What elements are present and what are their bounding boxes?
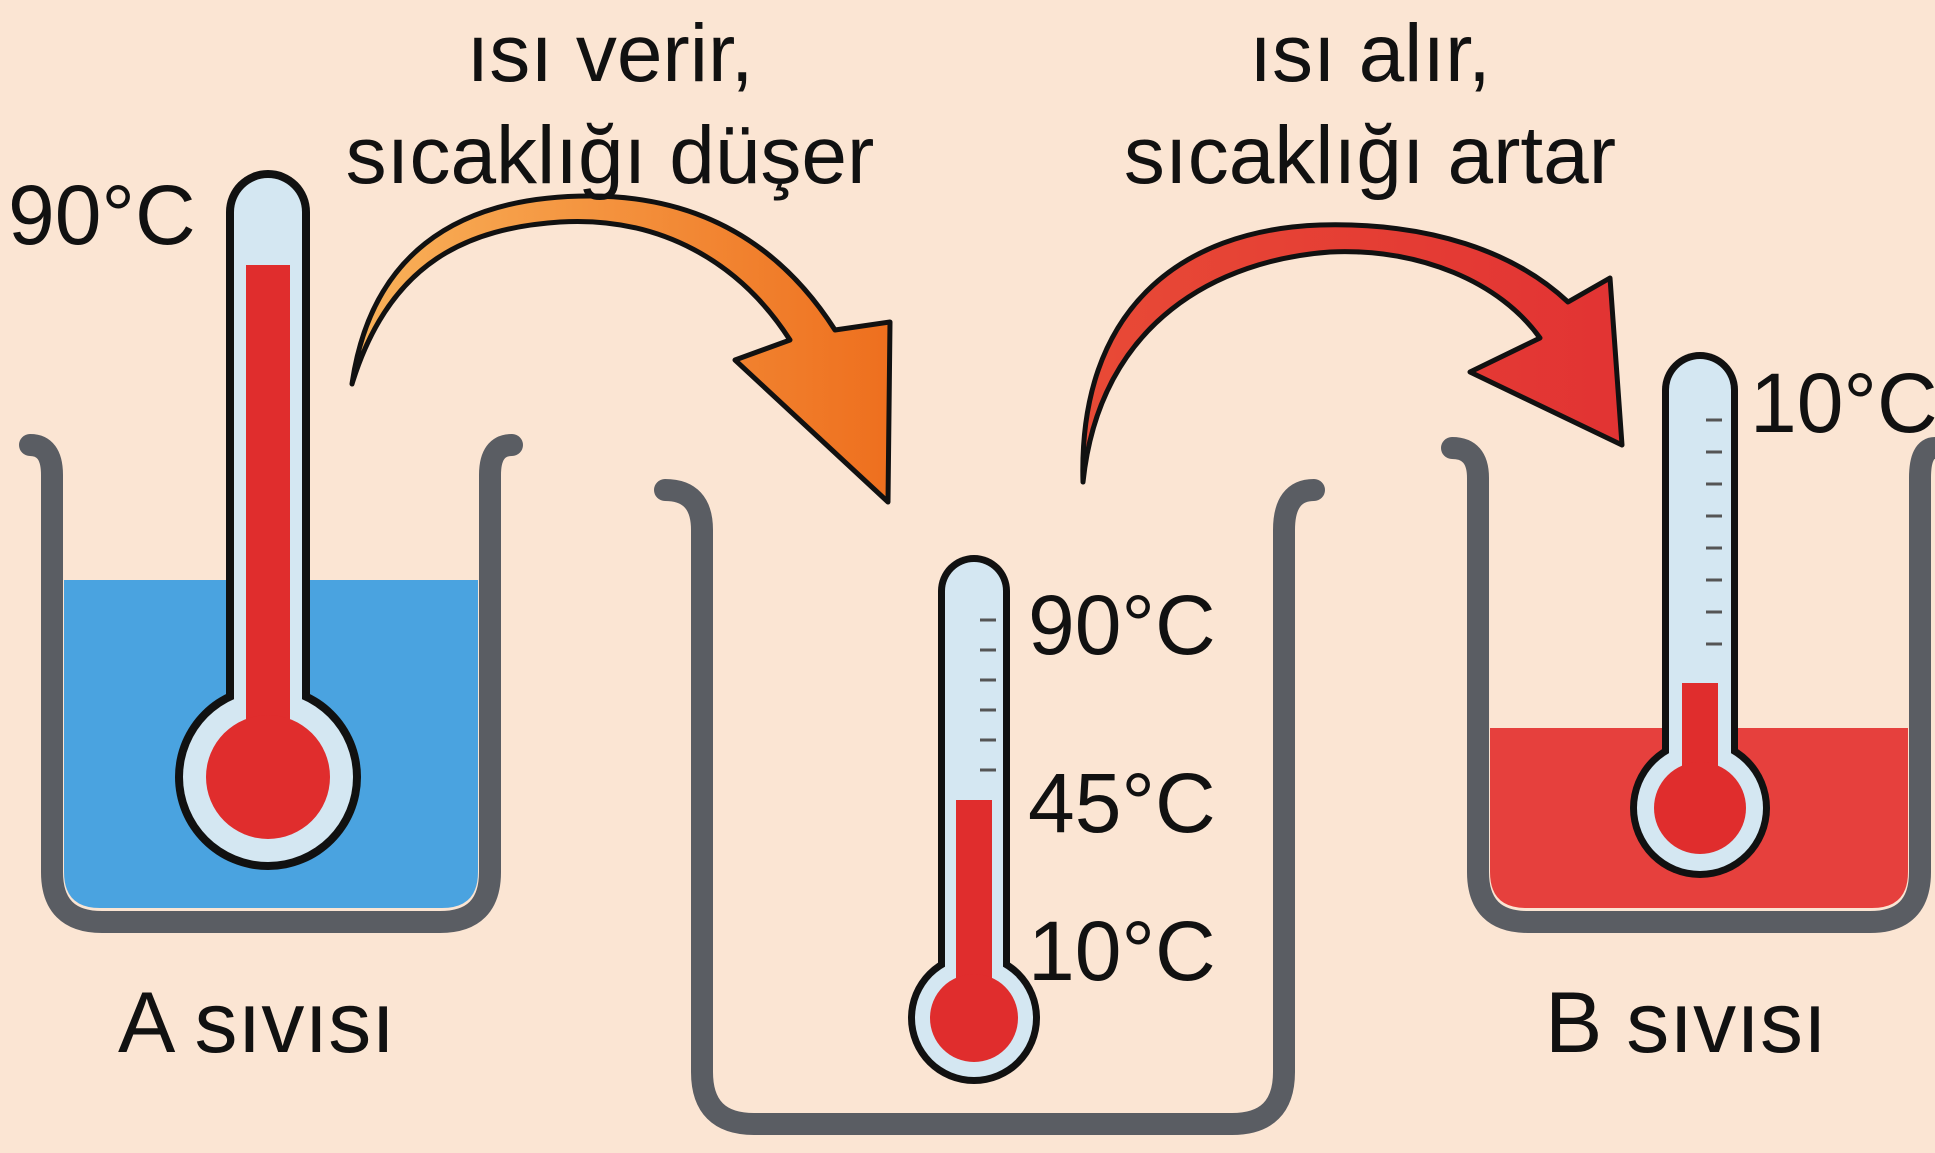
thermometer-b-reading: 10°C	[1750, 356, 1935, 450]
middle-bottom-reading: 10°C	[1028, 904, 1216, 998]
heat-arrow-left	[349, 193, 893, 505]
thermometer-a-reading: 90°C	[8, 168, 196, 262]
beaker-middle-wall	[654, 479, 1325, 1135]
right-arrow-caption-line2: sıcaklığı artar	[1123, 110, 1617, 201]
beaker-a-wall	[19, 434, 523, 933]
thermometer-a-mercury	[246, 265, 290, 775]
thermometer-middle-ticks	[980, 618, 996, 772]
beaker-a-label: A sıvısı	[118, 975, 396, 1071]
middle-top-reading: 90°C	[1028, 578, 1216, 672]
left-arrow-caption-line1: ısı verir,	[466, 8, 754, 99]
heat-arrow-right	[1080, 222, 1625, 485]
beaker-b-label: B sıvısı	[1545, 975, 1827, 1071]
thermometer-middle	[908, 555, 1040, 1084]
beaker-b-wall	[1441, 437, 1935, 933]
thermometer-b-ticks	[1706, 418, 1722, 646]
middle-mid-reading: 45°C	[1028, 756, 1216, 850]
thermometer-b	[1630, 352, 1770, 878]
right-arrow-caption-line1: ısı alır,	[1249, 8, 1491, 99]
thermometer-a	[175, 170, 361, 870]
beaker-middle	[654, 479, 1325, 1135]
left-arrow-caption-line2: sıcaklığı düşer	[345, 110, 875, 201]
